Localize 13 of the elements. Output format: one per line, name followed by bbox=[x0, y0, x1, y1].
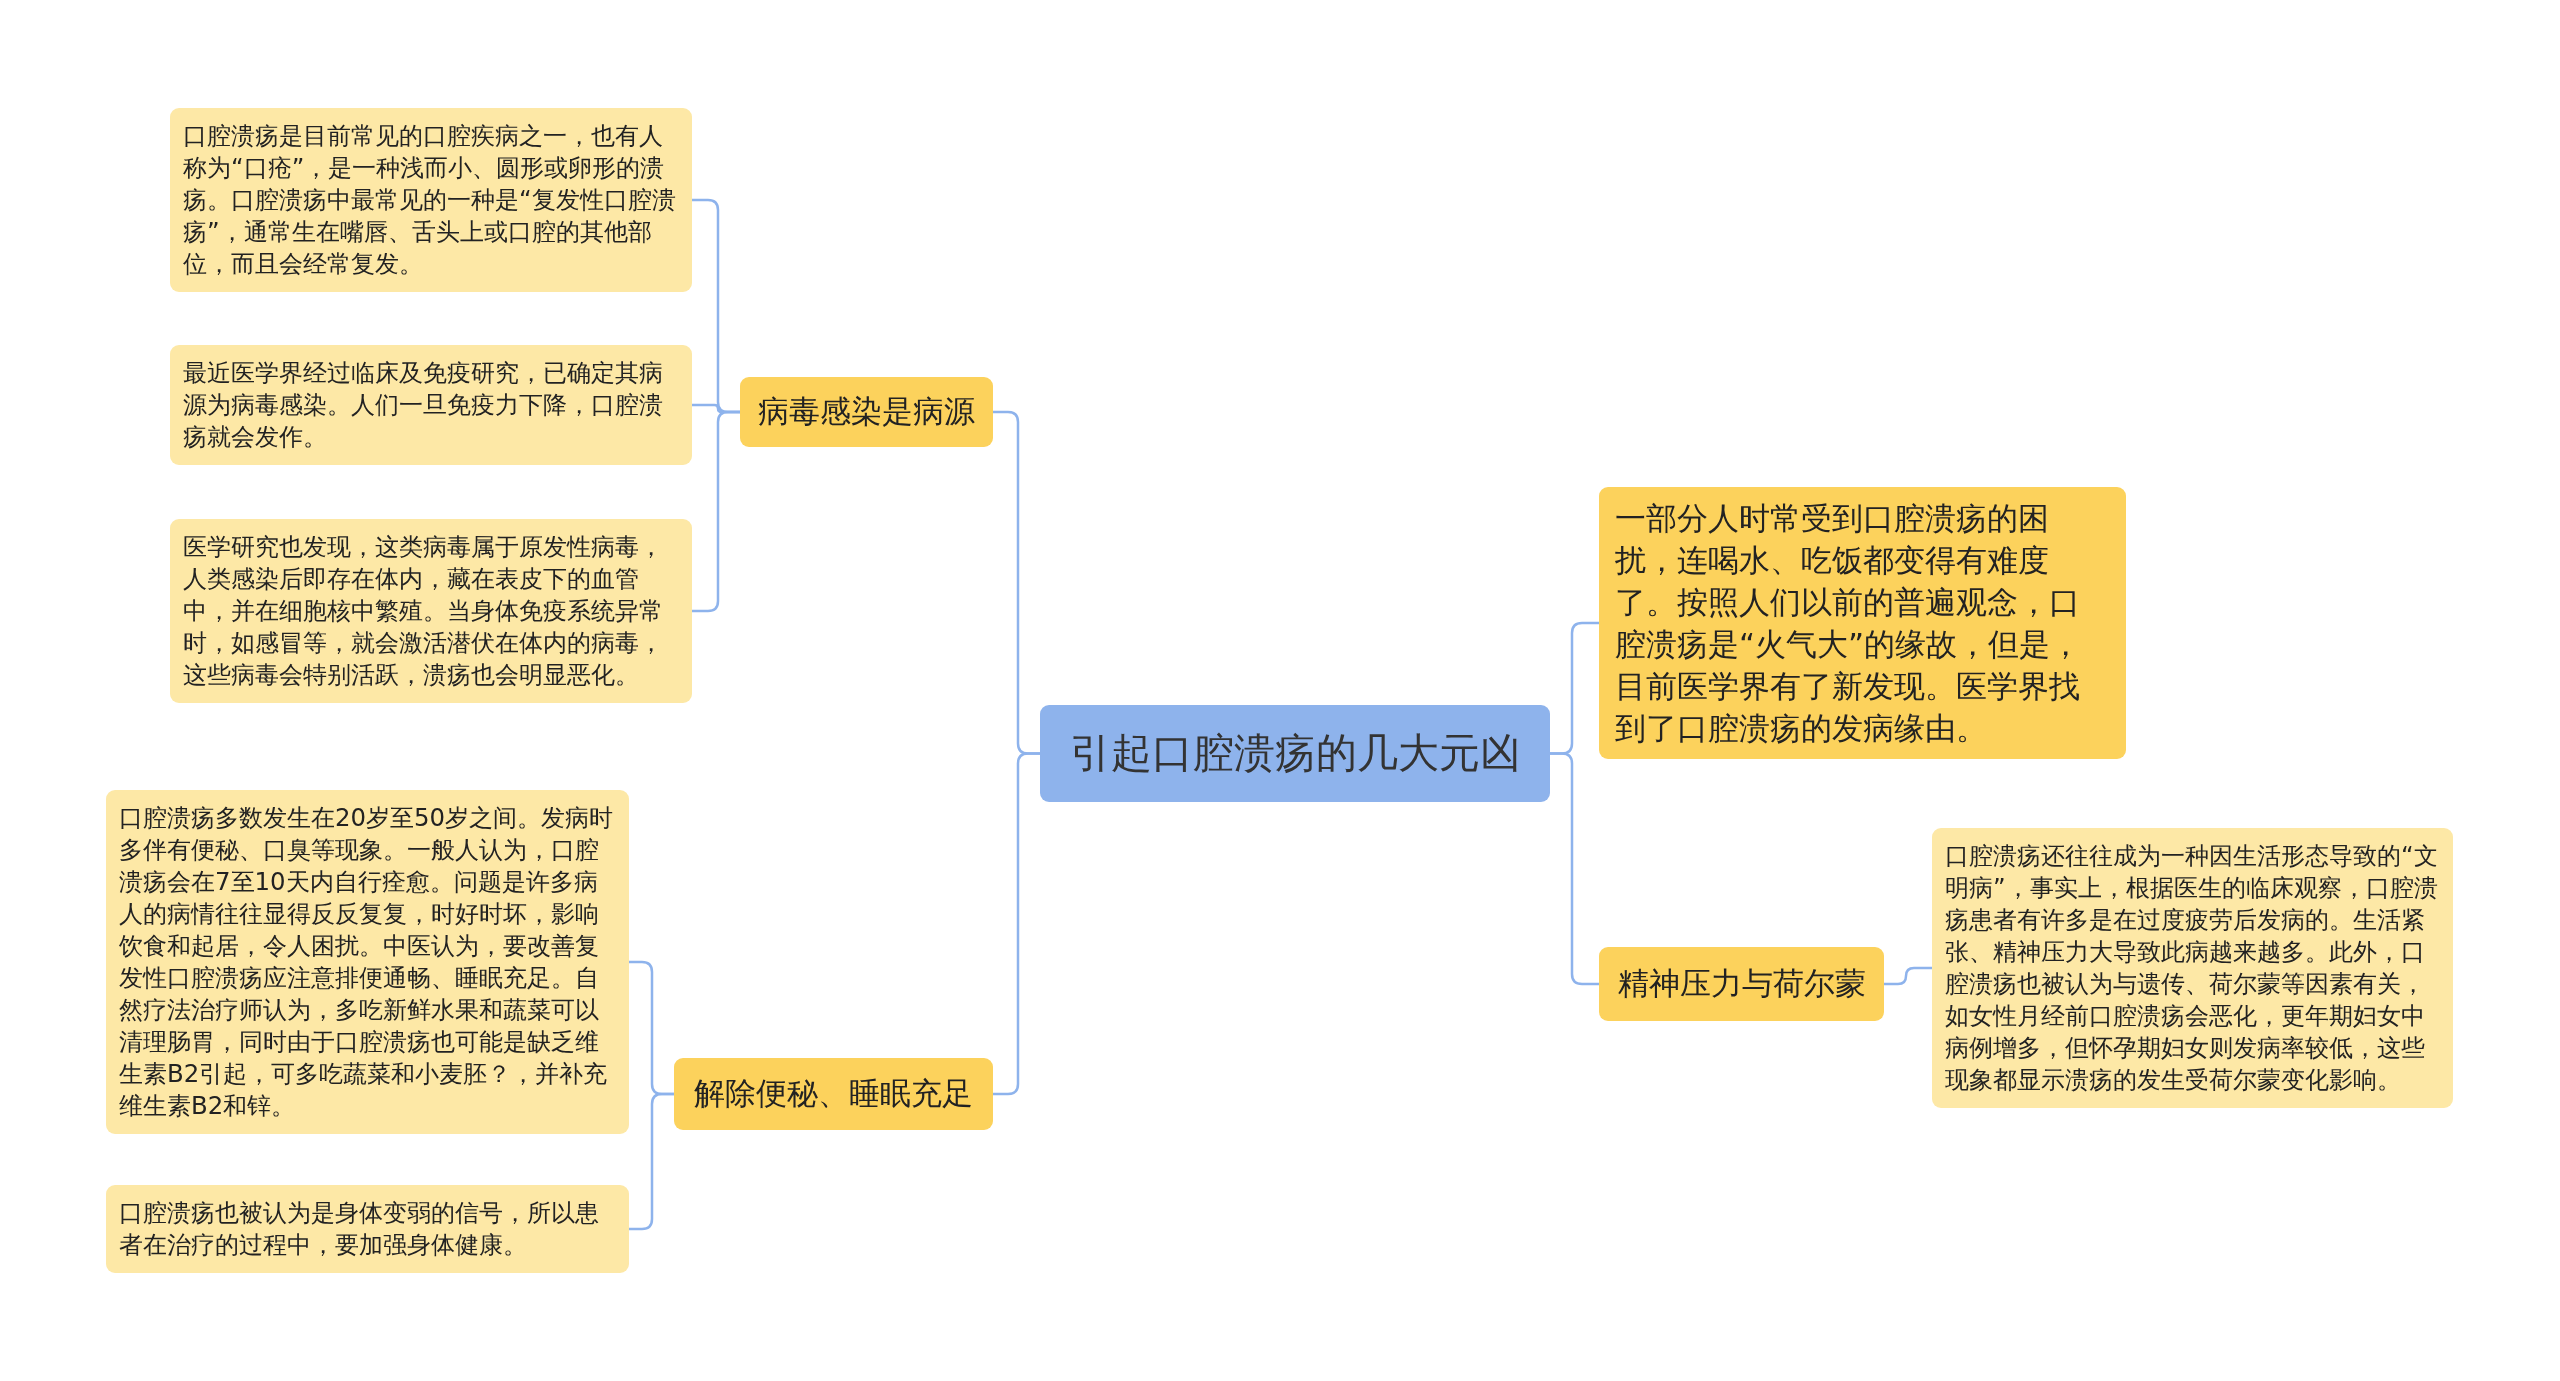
central-topic-box: 引起口腔溃疡的几大元凶 bbox=[1040, 705, 1550, 802]
note-box: 口腔溃疡多数发生在20岁至50岁之间。发病时多伴有便秘、口臭等现象。一般人认为，口腔溃疡会在7至10天内自行痊愈。问题是许多病人的病情往往显得反反复复，时好时坏，影响饮食和起居，令人困扰。中医认为，要改善复发性口腔溃疡应注意排便通畅、睡眠充足。自然疗法治疗师认为，多吃新鲜水果和蔬菜可以清理肠胃，同时由于口腔溃疡也可能是缺乏维生素B2引起，可多吃蔬菜和小麦胚？，并补充维生素B2和锌。 bbox=[106, 790, 629, 1134]
note-box: 医学研究也发现，这类病毒属于原发性病毒，人类感染后即存在体内，藏在表皮下的血管中，并在细胞核中繁殖。当身体免疫系统异常时，如感冒等，就会激活潜伏在体内的病毒，这些病毒会特别活跃，溃疡也会明显恶化。 bbox=[170, 519, 692, 703]
topic-box: 解除便秘、睡眠充足 bbox=[674, 1058, 993, 1130]
note-box: 最近医学界经过临床及免疫研究，已确定其病源为病毒感染。人们一旦免疫力下降，口腔溃疡就会发作。 bbox=[170, 345, 692, 465]
topic-box: 一部分人时常受到口腔溃疡的困扰，连喝水、吃饭都变得有难度了。按照人们以前的普遍观念，口腔溃疡是“火气大”的缘故，但是，目前医学界有了新发现。医学界找到了口腔溃疡的发病缘由。 bbox=[1599, 487, 2126, 759]
topic-box: 精神压力与荷尔蒙 bbox=[1599, 947, 1884, 1021]
note-box: 口腔溃疡也被认为是身体变弱的信号，所以患者在治疗的过程中，要加强身体健康。 bbox=[106, 1185, 629, 1273]
note-box: 口腔溃疡还往往成为一种因生活形态导致的“文明病”，事实上，根据医生的临床观察，口腔溃疡患者有许多是在过度疲劳后发病的。生活紧张、精神压力大导致此病越来越多。此外，口腔溃疡也被认为与遗传、荷尔蒙等因素有关，如女性月经前口腔溃疡会恶化，更年期妇女中病例增多，但怀孕期妇女则发病率较低，这些现象都显示溃疡的发生受荷尔蒙变化影响。 bbox=[1932, 828, 2453, 1108]
note-box: 口腔溃疡是目前常见的口腔疾病之一，也有人称为“口疮”，是一种浅而小、圆形或卵形的溃疡。口腔溃疡中最常见的一种是“复发性口腔溃疡”，通常生在嘴唇、舌头上或口腔的其他部位，而且会经常复发。 bbox=[170, 108, 692, 292]
topic-box: 病毒感染是病源 bbox=[740, 377, 993, 447]
connector-line bbox=[1884, 966, 1932, 986]
connector-line bbox=[629, 1092, 674, 1231]
